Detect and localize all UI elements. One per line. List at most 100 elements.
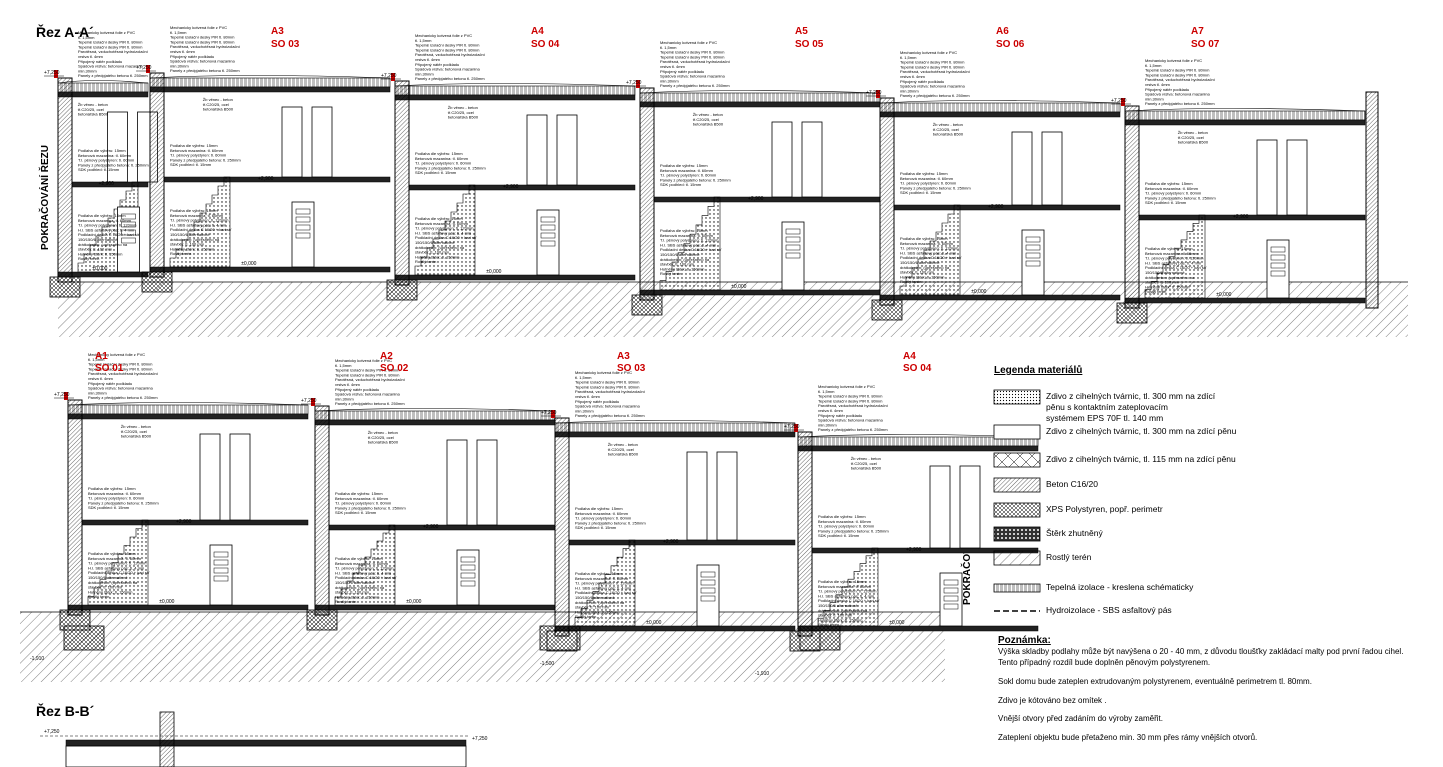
door-panel: [295, 232, 311, 239]
section-bb-title: Řez B-B´: [36, 702, 95, 719]
ground-layers-note: Betonová mazanina: tl. 60mm: [78, 218, 132, 223]
entrance-door: [696, 564, 720, 627]
note-line-2: Tento případný rozdíl bude doplněn pěnov…: [998, 658, 1210, 667]
staircase: [169, 176, 231, 268]
roof-layers-note: Parotěsná, vzduchotěsná hydroizolační: [335, 377, 406, 382]
roof-layers-note: Tepelně izolační desky PIR tl. 80mm: [78, 44, 143, 49]
ground-layers-note: Hutněný štěrk: tl. 150mm: [575, 609, 620, 614]
door-panel: [460, 564, 476, 571]
floor-layers-note: Betonová mazanina: tl. 60mm: [88, 491, 142, 496]
door-upper-2: [1041, 131, 1063, 206]
note-line-4: Zdivo je kótováno bez omítek .: [998, 696, 1107, 705]
unit-so-top: SO 04: [531, 39, 560, 50]
door-panel: [700, 579, 716, 586]
door-panel: [785, 236, 801, 243]
unit-code-top: A4: [531, 26, 544, 37]
legend-label: Rostlý terén: [1046, 552, 1092, 562]
unit-code-bottom: A2: [380, 351, 393, 362]
roof-layers-note: tl. 1,5mm: [335, 363, 352, 368]
floor-layers-note: Betonová mazanina: tl. 60mm: [900, 176, 954, 181]
ground-layers-note: Podkladní deska C 16/20 + kari síť: [1145, 265, 1207, 270]
parapet-cap: [64, 392, 68, 400]
ground-layers-note: Podkladní deska C 16/20 + kari síť: [78, 232, 140, 237]
ground-layers-note: T.I. pěnový polystyren: tl. 120mm: [818, 589, 877, 594]
door-upper-2: [229, 433, 251, 521]
floor-slab: [1138, 214, 1366, 221]
lintel-note: Žb věnec - beton: [933, 122, 963, 127]
legend-swatch: [993, 389, 1041, 405]
level-label: +7,250: [54, 392, 70, 398]
floor-slab: [408, 184, 636, 191]
legend-swatch: [993, 550, 1041, 566]
ground-layers-note: 150/150/6 alternativně: [78, 237, 118, 242]
ground-layers-note: Podlaha dle výběru: 15mm: [900, 236, 948, 241]
roof-insulation: [554, 422, 796, 433]
legend-item: Zdivo z cihelných tvárnic, tl. 300 mm na…: [993, 389, 1216, 423]
roof-layers-note: Parotěsná, vzduchotěsná hydroizolační: [415, 52, 486, 57]
ground-layers-note: Podkladní deska C 16/20 + kari síť: [170, 227, 232, 232]
lintel-note: tř.C20/25, ocel: [933, 127, 959, 132]
door-panel: [1025, 244, 1041, 251]
level-label: +7,250: [1111, 98, 1127, 104]
roof-layers-note: min.30mm: [78, 68, 97, 73]
ground-layers-note: Rostlý terén: [1145, 289, 1166, 294]
floor-layers-note: Panely z předpjatého betonu: tl. 250mm: [415, 165, 486, 170]
door-panel: [540, 240, 556, 247]
entrance-door: [291, 201, 315, 268]
roof-layers-note: Připojený nátěr podkladu: [900, 79, 944, 84]
legend-item: Beton C16/20: [993, 477, 1098, 493]
door-panel: [943, 587, 959, 594]
floor-layers-note: T.I. pěnový polystyren: tl. 60mm: [1145, 191, 1202, 196]
lintel-note: betonářská B500: [78, 112, 109, 117]
roof-layers-note: Tepelně izolační desky PIR tl. 80mm: [335, 372, 400, 377]
door-panel: [295, 208, 311, 215]
roof-layers-note: Tepelně izolační desky PIR tl. 80mm: [900, 64, 965, 69]
ground-layers-note: Betonová mazanina: tl. 60mm: [660, 233, 714, 238]
roof-layers-note: min.30mm: [818, 422, 837, 427]
floor-layers-note: Panely z předpjatého betonu: tl. 250mm: [88, 500, 159, 505]
roof-layers-note: Spádová vrstva: betonová mazanina: [335, 392, 400, 397]
door-panel: [460, 580, 476, 587]
roof-layers-note: Spádová vrstva: betonová mazanina: [660, 74, 725, 79]
ground-layers-note: T.I. pěnový polystyren: tl. 120mm: [1145, 256, 1204, 261]
level-label: ±0,000: [731, 284, 746, 290]
lintel-note: betonářská B500: [933, 132, 964, 137]
ground-layers-note: H.I. SBS asfaltový pás: tl. 4 mm: [900, 250, 957, 255]
roof-layers-note: Panely z předpjatého betonu tl. 250mm: [1145, 101, 1215, 106]
ground-layers-note: H.I. SBS asfaltový pás: tl. 4 mm: [88, 565, 145, 570]
floor-layers-note: Betonová mazanina: tl. 60mm: [170, 148, 224, 153]
ground-layers-note: stavbě): tl. 100 mm: [78, 247, 113, 252]
party-wall: [879, 97, 895, 306]
ground-layers-note: Podlaha dle výběru: 15mm: [78, 213, 126, 218]
roof-layers-note: vrstva tl. 4mm: [1145, 82, 1171, 87]
roof-layers-note: Mechanicky kotvená folie z PVC: [335, 358, 392, 363]
roof-slope: [554, 420, 796, 424]
level-label: +2,900: [748, 196, 764, 202]
material-legend: Legenda materiálů Zdivo z cihelných tvár…: [993, 364, 1237, 615]
ground-layers-note: T.I. pěnový polystyren: tl. 120mm: [88, 561, 147, 566]
lintel-note: betonářská B500: [368, 440, 399, 445]
legend-label: Zdivo z cihelných tvárnic, tl. 300 mm na…: [1046, 426, 1237, 436]
parapet-cap: [391, 73, 395, 81]
roof-layers-note: Mechanicky kotvená folie z PVC: [1145, 58, 1202, 63]
roof-layers-note: tl. 1,5mm: [818, 389, 835, 394]
door-upper-2: [1286, 139, 1308, 216]
lintel-note: tř.C20/25, ocel: [851, 461, 877, 466]
lintel-note: betonářská B500: [121, 434, 152, 439]
legend-item: XPS Polystyren, popř. perimetr: [993, 502, 1163, 518]
door-panel: [1025, 260, 1041, 267]
unit-code-top: A3: [271, 26, 284, 37]
ground-layers-note: T.I. pěnový polystyren: tl. 120mm: [415, 226, 474, 231]
door-upper: [771, 121, 793, 198]
roof-layers-note: vrstva tl. 4mm: [335, 382, 361, 387]
door-panel: [295, 224, 311, 231]
floor-layers-note: T.I. pěnový polystyren: tl. 60mm: [660, 173, 717, 178]
roof-slab: [394, 94, 636, 101]
unit-so-top: SO 06: [996, 39, 1025, 50]
ground-slab: [67, 604, 309, 611]
ground-layers-note: Podkladní deska C 16/20 + kari síť: [575, 590, 637, 595]
